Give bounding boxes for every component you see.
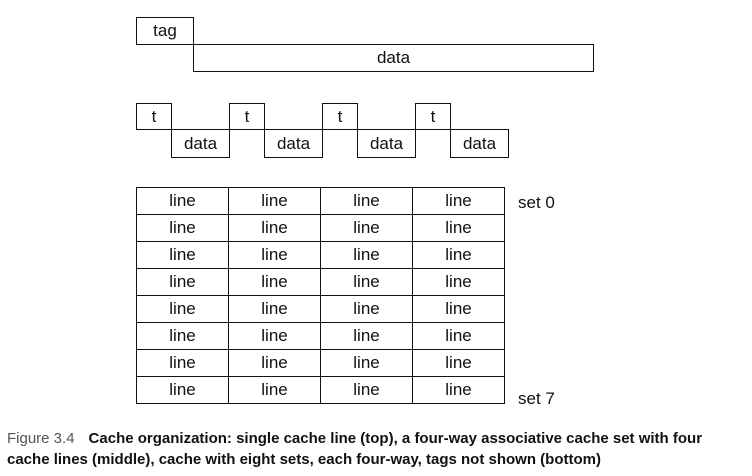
set-line-data-label: data: [462, 133, 497, 153]
cache-line-cell: line: [320, 187, 413, 215]
cache-set-row: line line line line: [136, 376, 505, 404]
set-7-label: set 7: [518, 389, 555, 408]
cache-line-cell: line: [320, 214, 413, 242]
cache-line-cell: line: [320, 295, 413, 323]
cache-line-cell: line: [228, 214, 321, 242]
cache-line-cell: line: [320, 322, 413, 350]
set-line-data-label: data: [276, 133, 311, 153]
cache-line-cell: line: [412, 295, 505, 323]
cache-line-cell: line: [136, 376, 229, 404]
cache-line-cell: line: [320, 268, 413, 296]
caption-text: Cache organization: single cache line (t…: [7, 430, 703, 468]
cache-line-cell: line: [320, 241, 413, 269]
cache-set-row: line line line line: [136, 214, 505, 242]
cache-line-cell: line: [412, 268, 505, 296]
cache-line-cell: line: [136, 214, 229, 242]
cache-line-cell: line: [228, 349, 321, 377]
cache-line-cell: line: [320, 349, 413, 377]
cache-line-cell: line: [412, 214, 505, 242]
set-line-data: data: [357, 129, 416, 158]
set-line-tag: t: [136, 103, 172, 130]
cache-line-cell: line: [136, 187, 229, 215]
cache-line-cell: line: [412, 322, 505, 350]
cache-line-cell: line: [412, 187, 505, 215]
set-line-tag-label: t: [151, 106, 157, 126]
cache-line-cell: line: [228, 187, 321, 215]
set-line-data: data: [450, 129, 509, 158]
set-line-tag-label: t: [430, 106, 436, 126]
cache-set-row: line line line line: [136, 187, 505, 215]
set-line-tag-label: t: [337, 106, 343, 126]
cache-set-row: line line line line: [136, 295, 505, 323]
set-0-label: set 0: [518, 193, 555, 212]
set-line-data: data: [264, 129, 323, 158]
single-line-tag: tag: [136, 17, 194, 45]
cache-line-cell: line: [136, 268, 229, 296]
cache-line-cell: line: [412, 376, 505, 404]
cache-line-cell: line: [228, 295, 321, 323]
set-line-data-label: data: [369, 133, 404, 153]
cache-line-cell: line: [320, 376, 413, 404]
cache-line-cell: line: [228, 241, 321, 269]
set-line-tag: t: [322, 103, 358, 130]
cache-line-cell: line: [412, 241, 505, 269]
cache-set-row: line line line line: [136, 322, 505, 350]
cache-line-cell: line: [136, 349, 229, 377]
cache-set-row: line line line line: [136, 349, 505, 377]
cache-line-cell: line: [228, 268, 321, 296]
single-line-tag-label: tag: [153, 21, 177, 40]
cache-line-cell: line: [412, 349, 505, 377]
cache-line-cell: line: [228, 376, 321, 404]
cache-line-cell: line: [228, 322, 321, 350]
set-line-data: data: [171, 129, 230, 158]
single-line-data-label: data: [376, 48, 411, 67]
cache-set-row: line line line line: [136, 241, 505, 269]
figure-number: Figure 3.4: [7, 430, 75, 447]
set-line-data-label: data: [183, 133, 218, 153]
set-line-tag: t: [415, 103, 451, 130]
cache-line-cell: line: [136, 295, 229, 323]
single-line-data: data: [193, 44, 594, 72]
cache-line-cell: line: [136, 241, 229, 269]
set-line-tag: t: [229, 103, 265, 130]
cache-grid: line line line line line line line line …: [136, 187, 505, 404]
cache-set-row: line line line line: [136, 268, 505, 296]
cache-line-cell: line: [136, 322, 229, 350]
set-line-tag-label: t: [244, 106, 250, 126]
